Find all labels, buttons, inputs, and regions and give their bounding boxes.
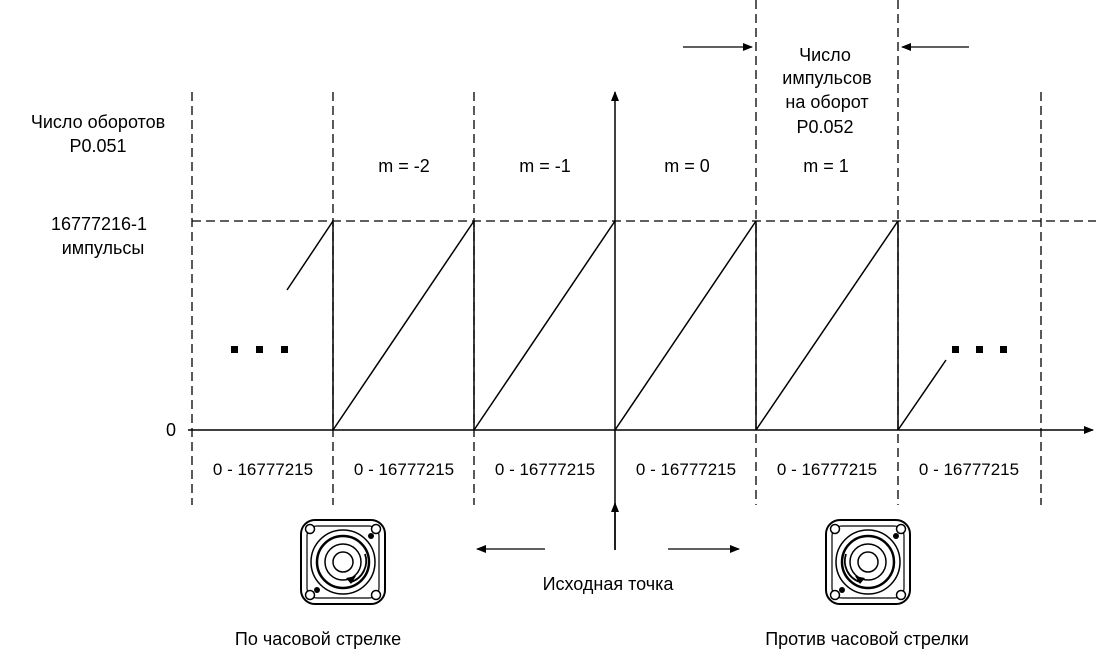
pulses-per-rev-label: Число (799, 45, 851, 65)
ramp (473, 220, 616, 431)
turns-param: P0.051 (69, 136, 126, 156)
ellipsis-left (231, 346, 288, 353)
segment-m-label: m = 1 (803, 156, 849, 176)
segment-m-label: m = -1 (519, 156, 571, 176)
turns-label: Число оборотов (31, 112, 165, 132)
pulses-per-rev-label: на оборот (785, 92, 868, 112)
segment-m-label: m = 0 (664, 156, 710, 176)
motor-cw-caption: По часовой стрелке (235, 629, 401, 649)
segment-range-label: 0 - 16777215 (919, 460, 1019, 479)
ramp (755, 220, 899, 431)
segment-m-label: m = -2 (378, 156, 430, 176)
motor-ccw-icon (825, 519, 911, 605)
segment-range-label: 0 - 16777215 (354, 460, 454, 479)
segment-range-label: 0 - 16777215 (636, 460, 736, 479)
ramp-partial-left (286, 220, 334, 291)
pulses-per-rev-param: P0.052 (796, 117, 853, 137)
sawtooth (286, 220, 947, 431)
segment-range-label: 0 - 16777215 (495, 460, 595, 479)
ellipsis-right (952, 346, 1007, 353)
motor-ccw-caption: Против часовой стрелки (765, 629, 969, 649)
pulses-per-rev-label: импульсов (782, 68, 871, 88)
ramp-partial-right (897, 359, 947, 431)
max-pulse-unit: импульсы (62, 238, 145, 258)
zero-label: 0 (166, 420, 176, 440)
origin-label: Исходная точка (543, 574, 675, 594)
segment-range-label: 0 - 16777215 (213, 460, 313, 479)
motor-cw-icon (300, 519, 386, 605)
ramp (614, 220, 757, 431)
segment-range-label: 0 - 16777215 (777, 460, 877, 479)
max-pulse-value: 16777216-1 (51, 214, 147, 234)
ramp (332, 220, 475, 431)
